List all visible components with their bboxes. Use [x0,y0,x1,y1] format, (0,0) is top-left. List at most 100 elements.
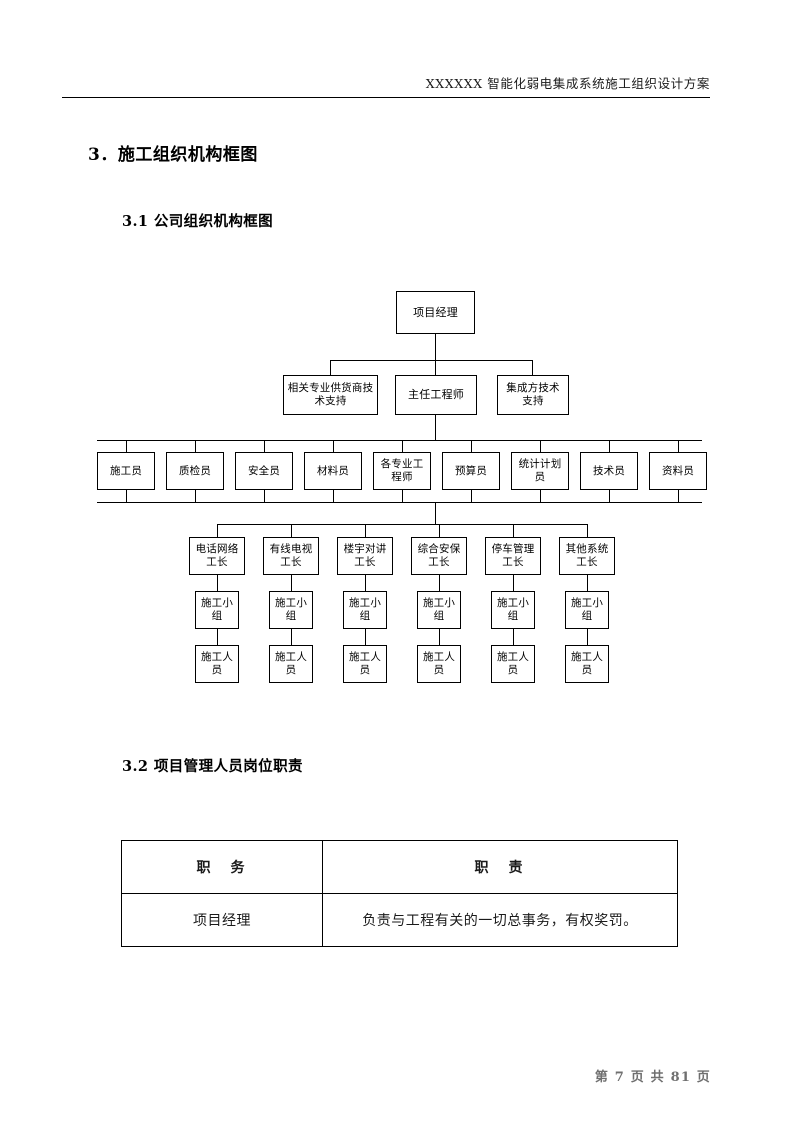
connector-l3-down [435,415,437,440]
org-node-label: 统计计划员 [518,458,562,483]
page-header: XXXXXX 智能化弱电集成系统施工组织设计方案 [62,66,710,98]
org-node-label: 技术员 [592,464,626,477]
connector-l3-riser-6 [471,490,473,502]
connector-l4-drop-2 [291,524,293,537]
running-head-text: XXXXXX 智能化弱电集成系统施工组织设计方案 [425,76,710,91]
org-node-label: 施工人员 [200,651,234,676]
org-node-label: 相关专业供货商技术支持 [287,382,374,407]
table-header-row: 职 务 职 责 [121,840,678,894]
org-node-integrator-tech-support[interactable]: 集成方技术支持 [497,375,569,415]
connector-l2-bus [330,360,533,362]
section-heading-3-1: 3.1 公司组织机构框图 [122,213,274,230]
connector-l4-drop-3 [365,524,367,537]
connector-l3-drop-8 [609,440,611,452]
connector-l6-drop-4 [439,629,441,645]
org-node-label: 施工小组 [200,597,234,622]
org-node-label: 施工人员 [348,651,382,676]
org-node-label: 资料员 [661,464,695,477]
connector-l2-drop-3 [532,360,534,375]
org-node-workers-2[interactable]: 施工人员 [269,645,313,683]
org-node-label: 施工人员 [496,651,530,676]
connector-l2-drop-2 [435,360,437,375]
connector-l5-drop-5 [513,575,515,591]
connector-l4-down [435,502,437,524]
org-node-label: 项目经理 [413,305,458,319]
org-node-foreman-other-systems[interactable]: 其他系统工长 [559,537,615,575]
connector-l5-drop-4 [439,575,441,591]
connector-l3-drop-6 [471,440,473,452]
connector-l4-drop-6 [587,524,589,537]
org-node-foreman-parking-management[interactable]: 停车管理工长 [485,537,541,575]
connector-l3-riser-2 [195,490,197,502]
org-node-label: 施工人员 [570,651,604,676]
org-node-foreman-cable-tv[interactable]: 有线电视工长 [263,537,319,575]
org-node-label: 各专业工程师 [380,458,424,483]
org-node-work-team-2[interactable]: 施工小组 [269,591,313,629]
connector-l3-riser-9 [678,490,680,502]
connector-l3-bus [97,440,702,442]
org-node-workers-4[interactable]: 施工人员 [417,645,461,683]
org-node-label: 电话网络工长 [195,543,239,568]
connector-l3-drop-3 [264,440,266,452]
org-node-workers-1[interactable]: 施工人员 [195,645,239,683]
connector-l3-riser-8 [609,490,611,502]
connector-l5-drop-3 [365,575,367,591]
org-node-label: 施工小组 [570,597,604,622]
org-node-workers-3[interactable]: 施工人员 [343,645,387,683]
org-node-quality-inspector[interactable]: 质检员 [166,452,224,490]
connector-l3-riser-3 [264,490,266,502]
org-node-work-team-5[interactable]: 施工小组 [491,591,535,629]
connector-l6-drop-1 [217,629,219,645]
org-node-work-team-1[interactable]: 施工小组 [195,591,239,629]
org-node-label: 集成方技术支持 [506,382,560,407]
org-node-foreman-integrated-security[interactable]: 综合安保工长 [411,537,467,575]
connector-l6-drop-3 [365,629,367,645]
org-node-label: 施工员 [109,464,143,477]
connector-l3-drop-9 [678,440,680,452]
org-node-chief-engineer[interactable]: 主任工程师 [395,375,477,415]
org-node-label: 施工人员 [274,651,308,676]
connector-l1-down [435,334,437,360]
org-node-document-clerk[interactable]: 资料员 [649,452,707,490]
org-node-supplier-tech-support[interactable]: 相关专业供货商技术支持 [283,375,378,415]
table-row: 项目经理 负责与工程有关的一切总事务，有权奖罚。 [121,893,678,947]
org-node-discipline-engineers[interactable]: 各专业工程师 [373,452,431,490]
org-node-work-team-4[interactable]: 施工小组 [417,591,461,629]
org-node-statistics-planner[interactable]: 统计计划员 [511,452,569,490]
connector-l4-bus [217,524,587,526]
org-node-label: 主任工程师 [408,388,464,402]
table-header-duty: 职 责 [322,840,678,894]
org-node-safety-officer[interactable]: 安全员 [235,452,293,490]
connector-l4-drop-5 [513,524,515,537]
connector-l5-drop-2 [291,575,293,591]
connector-l3-drop-7 [540,440,542,452]
connector-l6-drop-5 [513,629,515,645]
org-node-label: 安全员 [247,464,281,477]
org-node-foreman-telephone-network[interactable]: 电话网络工长 [189,537,245,575]
org-node-workers-6[interactable]: 施工人员 [565,645,609,683]
org-node-workers-5[interactable]: 施工人员 [491,645,535,683]
org-node-work-team-6[interactable]: 施工小组 [565,591,609,629]
org-node-technician[interactable]: 技术员 [580,452,638,490]
connector-l3-drop-5 [402,440,404,452]
org-node-material-clerk[interactable]: 材料员 [304,452,362,490]
connector-l3-drop-4 [333,440,335,452]
org-node-label: 综合安保工长 [417,543,461,568]
section-heading-3-2: 3.2 项目管理人员岗位职责 [122,758,303,775]
connector-l5-drop-6 [587,575,589,591]
connector-l3-drop-2 [195,440,197,452]
org-node-work-team-3[interactable]: 施工小组 [343,591,387,629]
org-node-construction-staff[interactable]: 施工员 [97,452,155,490]
connector-l5-drop-1 [217,575,219,591]
org-node-budget-officer[interactable]: 预算员 [442,452,500,490]
connector-l3-riser-1 [126,490,128,502]
table-cell-post: 项目经理 [121,893,323,947]
org-node-foreman-building-intercom[interactable]: 楼宇对讲工长 [337,537,393,575]
connector-l3-collector-bus [97,502,702,504]
org-node-project-manager[interactable]: 项目经理 [396,291,475,334]
page-footer: 第 7 页 共 81 页 [594,1070,711,1085]
org-node-label: 施工小组 [348,597,382,622]
org-node-label: 其他系统工长 [565,543,609,568]
connector-l3-riser-5 [402,490,404,502]
